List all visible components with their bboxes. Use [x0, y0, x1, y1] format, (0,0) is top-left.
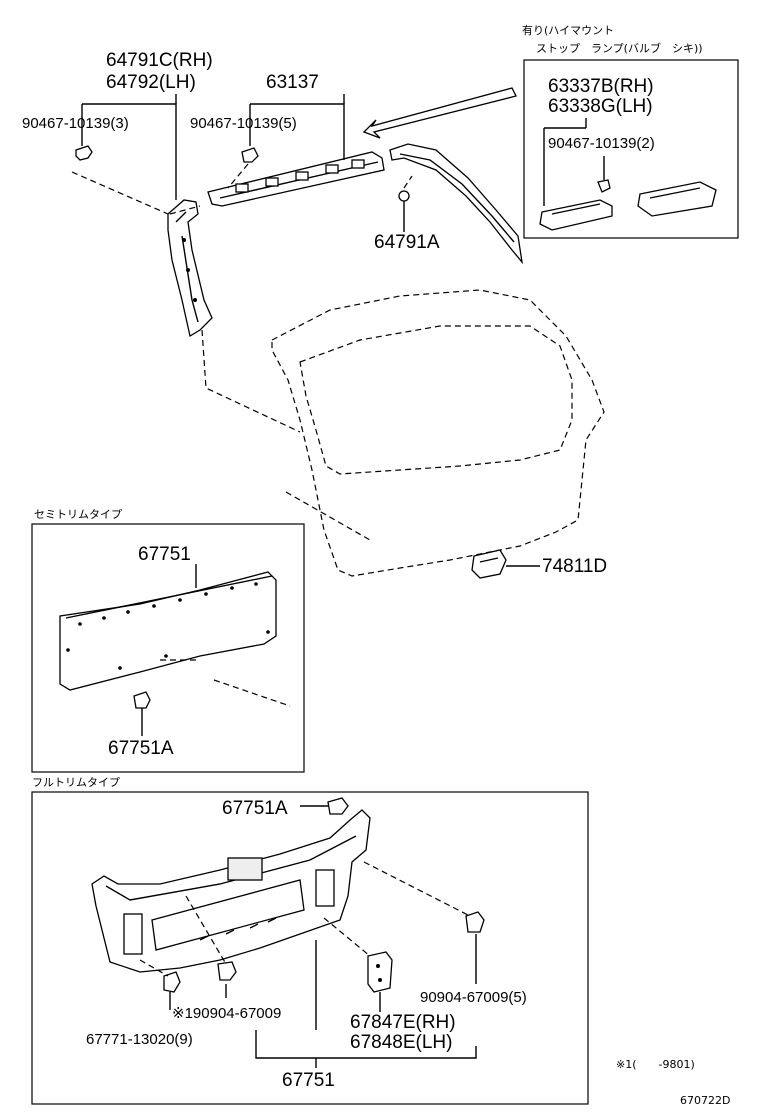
- bracket-67847e: [367, 951, 393, 993]
- label-90904-1: ※190904-67009: [172, 1005, 281, 1022]
- trim-panel-semi: [59, 571, 277, 691]
- retainer-63137: [207, 151, 385, 207]
- label-64791c: 64791C(RH): [106, 50, 213, 71]
- clip-90467-3: [75, 140, 93, 161]
- handle-74811d: [471, 549, 540, 579]
- label-67771: 67771-13020(9): [86, 1031, 193, 1048]
- label-90467-5: 90467-10139(5): [190, 115, 297, 132]
- clip-67751a-full: [300, 797, 349, 815]
- label-63137: 63137: [266, 72, 319, 93]
- clip-67751a-semi: [133, 691, 151, 736]
- clip-90467-5: [241, 147, 259, 163]
- label-74811d: 74811D: [542, 556, 607, 577]
- back-door-outline: [271, 289, 605, 577]
- label-67751-semi: 67751: [138, 544, 191, 565]
- label-67751-full: 67751: [282, 1070, 335, 1091]
- diagram-id: 670722D: [680, 1094, 730, 1107]
- stop-lamp-63337b: [539, 199, 613, 231]
- label-90467-3: 90467-10139(3): [22, 115, 129, 132]
- label-64792: 64792(LH): [106, 72, 196, 93]
- trim-panel-full: [91, 809, 371, 973]
- label-high-mount-1: 有り(ハイマウント: [522, 23, 614, 37]
- screw-64791a: [398, 175, 413, 212]
- label-high-mount-2: ストップ ランプ(バルブ シキ)): [536, 41, 703, 55]
- full-trim-box: [31, 791, 589, 1105]
- pillar-garnish: [167, 199, 213, 338]
- clip-90904-1: [217, 961, 237, 981]
- footnote: ※1( -9801): [616, 1058, 695, 1071]
- clip-90467-2: [597, 156, 611, 193]
- label-67751a-semi: 67751A: [108, 738, 174, 759]
- label-67751a-full: 67751A: [222, 798, 288, 819]
- stop-lamp-lens: [637, 181, 717, 217]
- label-63338g: 63338G(LH): [548, 96, 653, 117]
- high-mount-box: [523, 59, 739, 239]
- semi-trim-box: [31, 523, 305, 773]
- spoiler-64791a: [389, 143, 523, 265]
- label-semi-trim: セミトリムタイプ: [34, 508, 122, 521]
- label-full-trim: フルトリムタイプ: [32, 776, 120, 789]
- label-63337b: 63337B(RH): [548, 76, 654, 97]
- label-67848e: 67848E(LH): [350, 1032, 452, 1053]
- label-90904-5: 90904-67009(5): [420, 989, 527, 1006]
- label-90467-2: 90467-10139(2): [548, 135, 655, 152]
- clip-90904-5: [465, 911, 485, 933]
- label-67847e: 67847E(RH): [350, 1012, 456, 1033]
- label-64791a: 64791A: [374, 232, 440, 253]
- clip-67771: [163, 971, 181, 993]
